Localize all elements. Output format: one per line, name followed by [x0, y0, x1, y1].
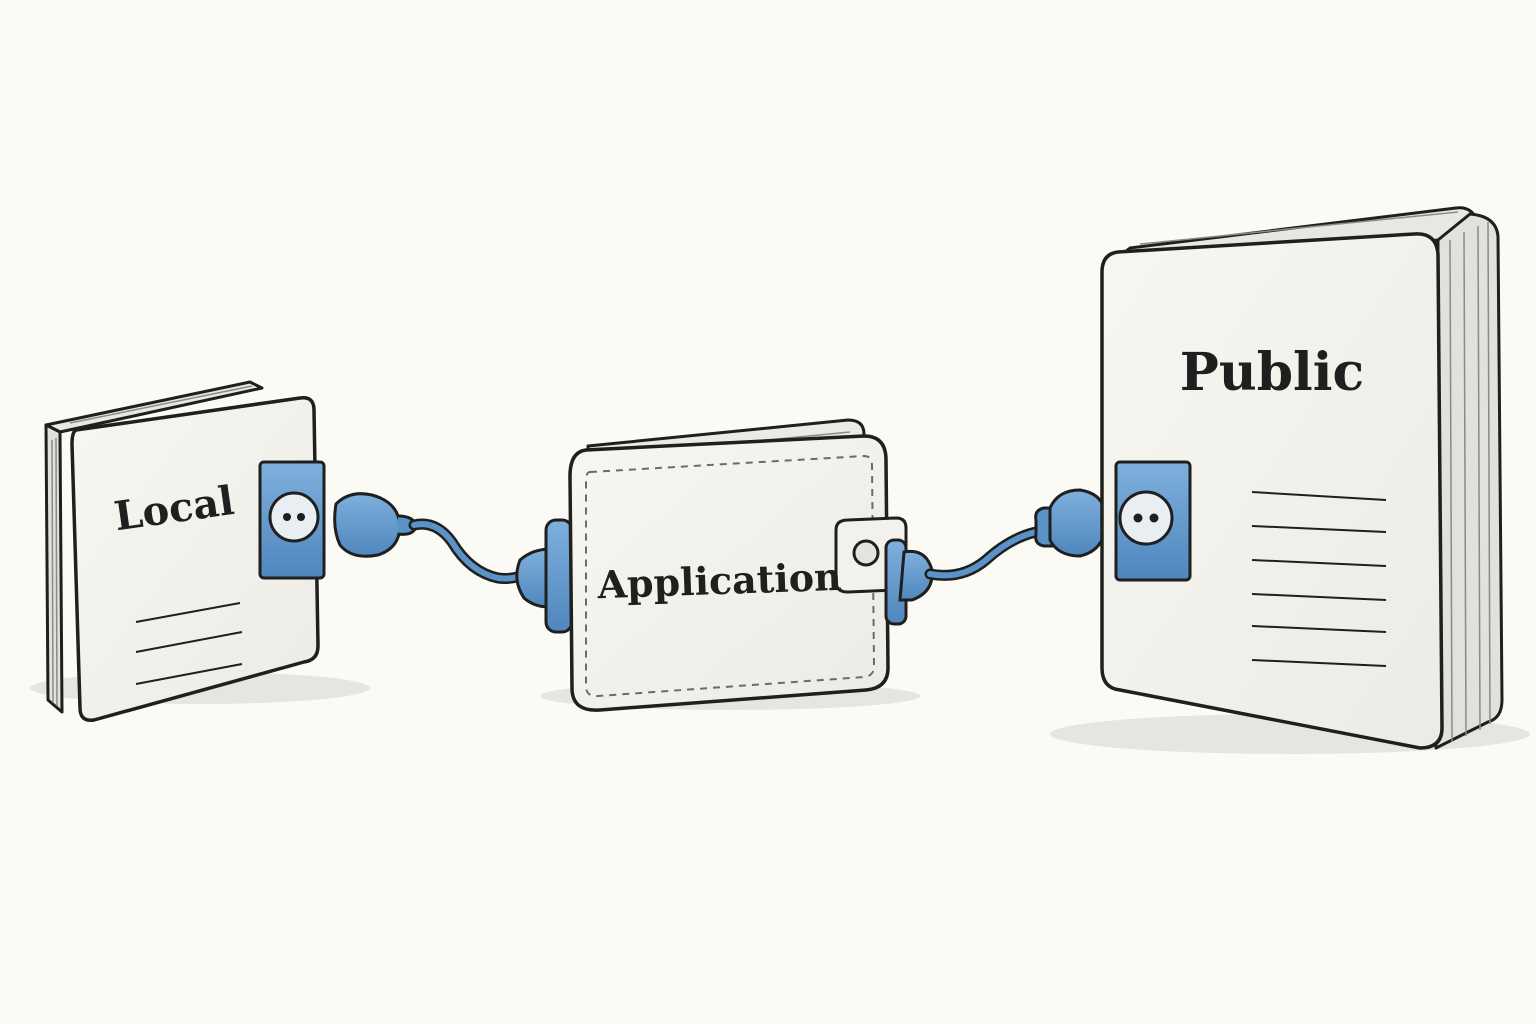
plug-icon	[1034, 488, 1108, 558]
application-label: Application	[596, 554, 843, 608]
public-socket-icon	[1114, 460, 1192, 582]
application-wallet	[540, 418, 920, 712]
plug-icon	[333, 492, 418, 558]
cable-local-application	[333, 492, 574, 634]
public-label: Public	[1180, 342, 1364, 403]
local-socket-icon	[258, 460, 326, 580]
local-book	[30, 380, 370, 722]
public-book	[1050, 206, 1530, 754]
cable-application-public	[884, 488, 1108, 626]
plug-icon	[884, 538, 934, 626]
plug-icon	[515, 518, 574, 634]
